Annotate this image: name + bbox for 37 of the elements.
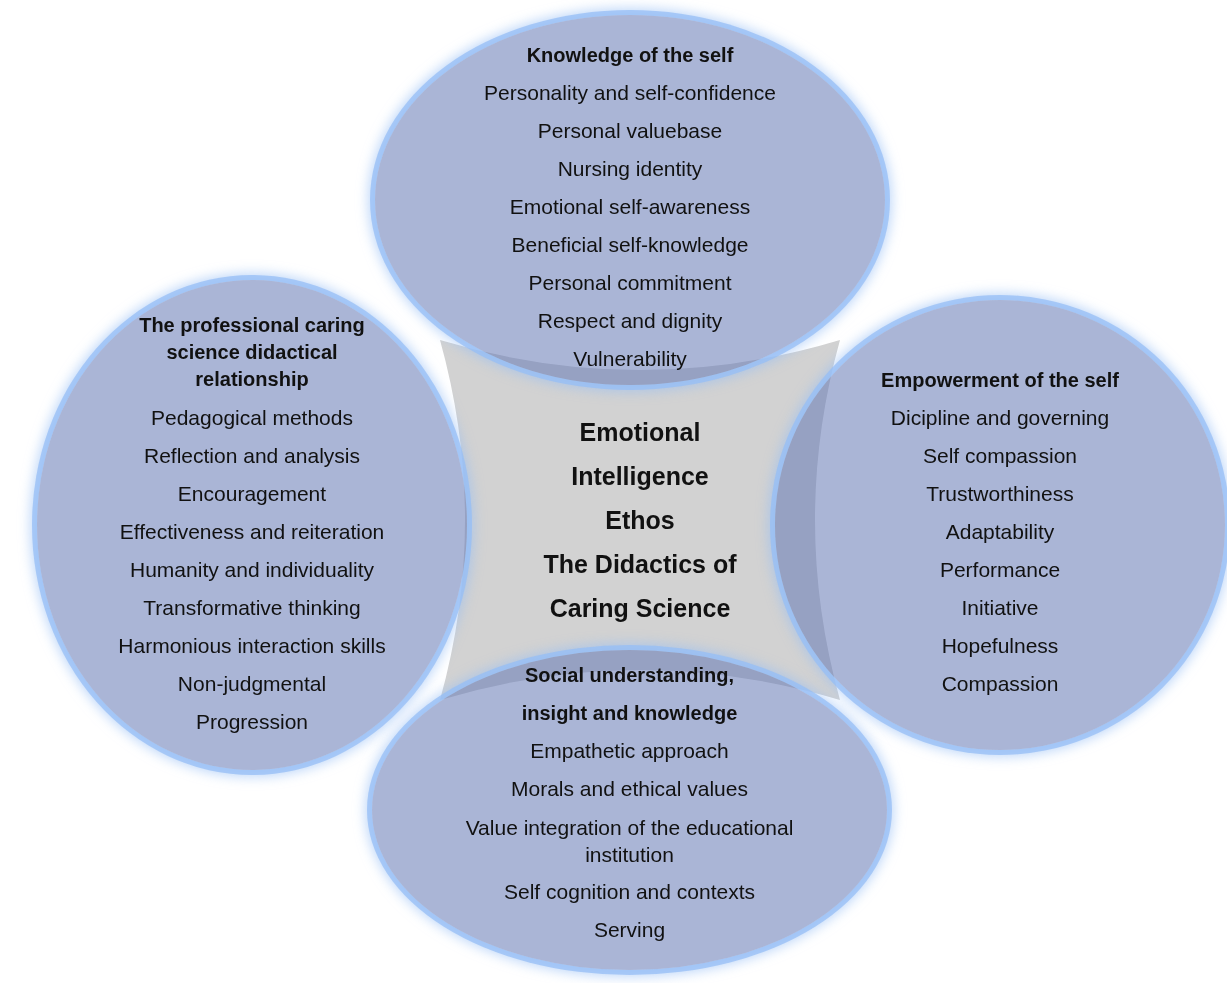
list-item-text: Emotional self-awareness (509, 194, 751, 220)
list-item-text: Harmonious interaction skills (118, 633, 386, 659)
list-item-text: Trustworthiness (926, 481, 1074, 507)
list-item-text: Reflection and analysis (144, 443, 360, 469)
list-item-text: Encouragement (177, 481, 327, 507)
list-item-text: Personal valuebase (537, 118, 723, 144)
list-item-text: Non-judgmental (177, 671, 327, 697)
list-item-text: Pedagogical methods (151, 405, 353, 431)
list-item-text: Value integration of the educational institution (464, 815, 795, 868)
list-item-text: Respect and dignity (537, 308, 723, 334)
heading-text: Social understanding, insight and knowledge (520, 663, 739, 726)
list-item-text: Nursing identity (557, 156, 703, 182)
center-title: Emotional Intelligence (570, 417, 710, 492)
list-item-text: Beneficial self-knowledge (511, 232, 749, 258)
list-item-text: Effectiveness and reiteration (119, 519, 385, 545)
heading-text: The professional caring science didactical relationship (138, 313, 366, 392)
list-item-text: Morals and ethical values (511, 776, 748, 802)
list-item-text: Transformative thinking (143, 595, 361, 621)
list-item-text: Self cognition and contexts (504, 879, 755, 905)
list-item-text: Self compassion (922, 443, 1078, 469)
list-item-text: Compassion (941, 671, 1059, 697)
heading-text: Knowledge of the self (526, 43, 734, 68)
list-item-text: Dicipline and governing (890, 405, 1110, 431)
center-title: Ethos (605, 505, 675, 536)
list-item-text: Performance (939, 557, 1061, 583)
list-item-text: Serving (593, 917, 666, 943)
list-item-text: Vulnerability (573, 346, 687, 372)
list-item-text: Hopefulness (941, 633, 1059, 659)
list-item-text: Empathetic approach (530, 738, 729, 764)
heading-text: Empowerment of the self (881, 368, 1119, 393)
list-item-text: Progression (195, 709, 309, 735)
list-item-text: Adaptability (945, 519, 1055, 545)
list-item-text: Personal commitment (528, 270, 732, 296)
list-item-text: Personality and self-confidence (484, 80, 776, 106)
list-item-text: Humanity and individuality (130, 557, 374, 583)
center-title: The Didactics of Caring Science (542, 549, 738, 624)
list-item-text: Initiative (961, 595, 1039, 621)
